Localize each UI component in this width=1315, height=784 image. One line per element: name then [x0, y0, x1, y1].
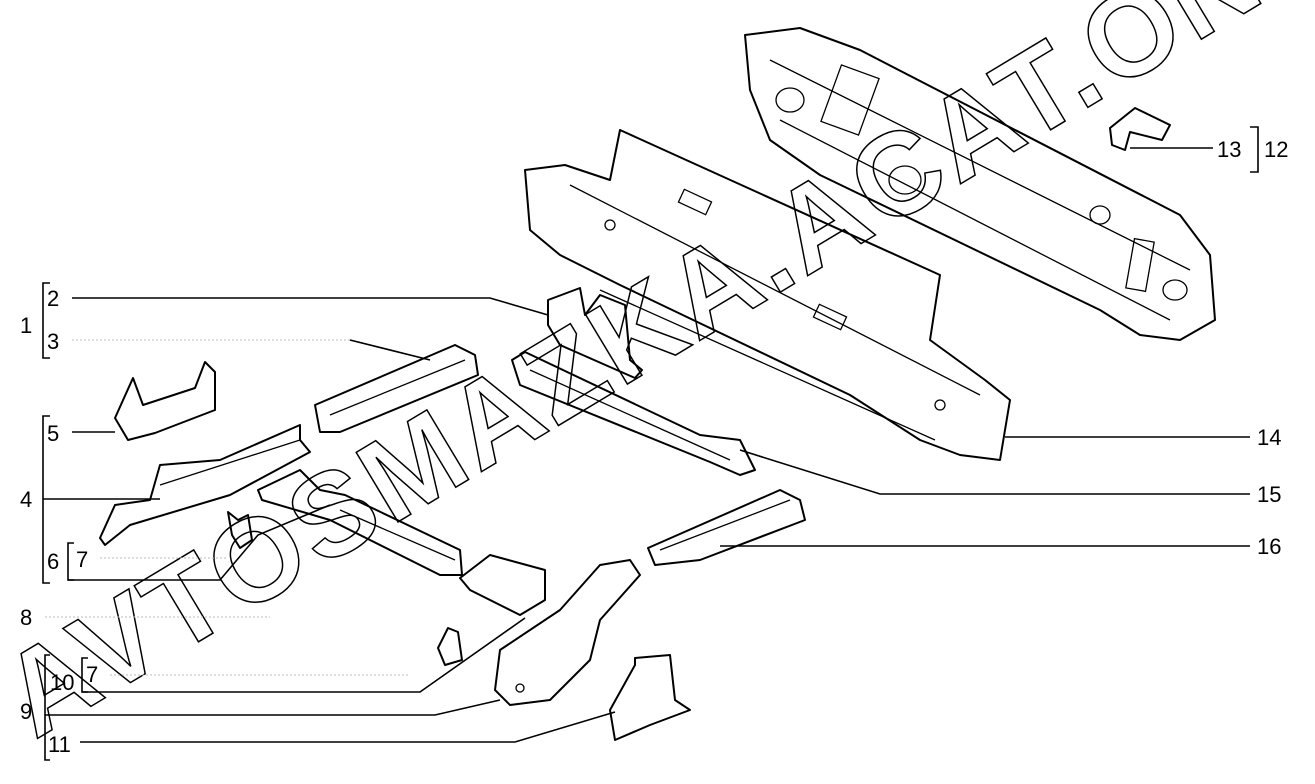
- bracket-9: [44, 654, 50, 761]
- label-3: 3: [47, 329, 59, 354]
- label-2: 2: [47, 286, 59, 311]
- label-16: 16: [1257, 534, 1281, 559]
- label-15: 15: [1257, 482, 1281, 507]
- label-12: 12: [1264, 137, 1288, 162]
- label-10: 10: [50, 670, 74, 695]
- part-7-clip-lower[interactable]: [437, 627, 463, 666]
- bracket-6: [67, 542, 74, 581]
- label-13: 13: [1217, 137, 1241, 162]
- part-14-crossmember-panel[interactable]: [524, 129, 1011, 461]
- label-7: 7: [76, 547, 88, 572]
- part-3-rail[interactable]: [314, 344, 479, 433]
- label-14: 14: [1257, 425, 1281, 450]
- label-11: 11: [48, 732, 71, 757]
- part-4-side-member[interactable]: [99, 424, 311, 546]
- part-13-bracket[interactable]: [1109, 107, 1171, 151]
- part-2-bracket[interactable]: [547, 287, 643, 379]
- label-5: 5: [47, 421, 59, 446]
- part-11-bracket[interactable]: [609, 654, 691, 741]
- label-8: 8: [20, 605, 32, 630]
- part-16-rail[interactable]: [647, 489, 806, 566]
- label-7-lower: 7: [86, 662, 98, 687]
- part-8-channel[interactable]: [257, 469, 463, 576]
- bracket-12: [1250, 126, 1259, 173]
- part-5-bracket[interactable]: [114, 361, 216, 441]
- part-7-clip[interactable]: [227, 511, 253, 549]
- part-12-rear-panel[interactable]: [744, 27, 1216, 341]
- bracket-1: [42, 282, 50, 359]
- part-15-crossbar[interactable]: [511, 351, 756, 476]
- label-4: 4: [20, 487, 32, 512]
- part-8-bracket[interactable]: [459, 554, 546, 616]
- label-1: 1: [20, 313, 32, 338]
- part-10-side-member[interactable]: [494, 559, 641, 706]
- label-9: 9: [20, 699, 32, 724]
- label-6: 6: [47, 549, 59, 574]
